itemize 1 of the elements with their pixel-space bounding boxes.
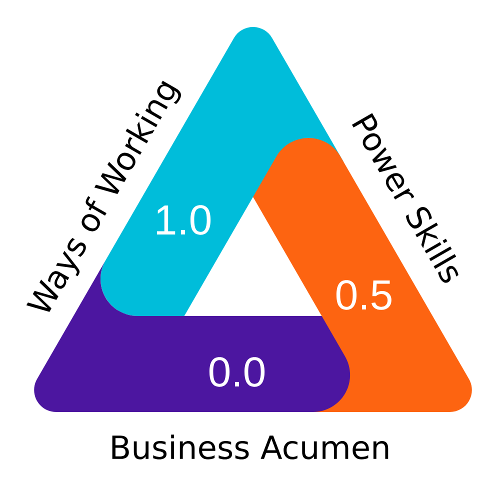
side-label: Business Acumen <box>112 434 388 460</box>
